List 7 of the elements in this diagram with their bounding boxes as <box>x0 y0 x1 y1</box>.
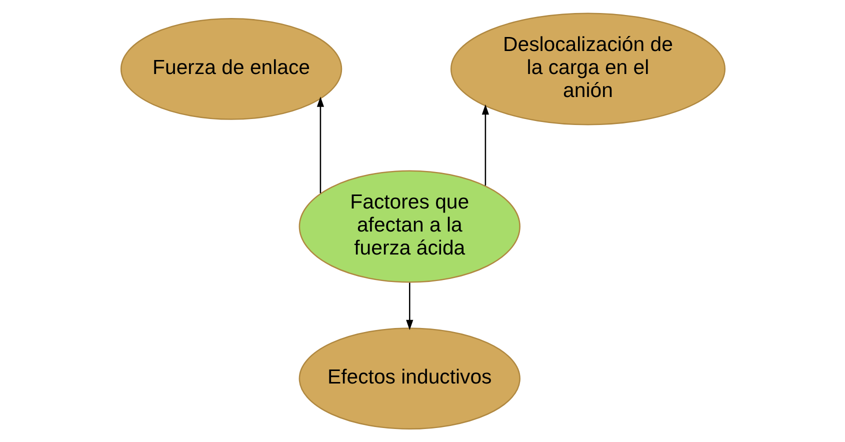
node-ellipse: Fuerza de enlace <box>120 18 342 120</box>
node-ellipse: Efectos inductivos <box>298 328 520 430</box>
arrow <box>316 96 324 194</box>
node-ellipse: Deslocalización de la carga en el anión <box>450 12 726 126</box>
arrow <box>481 104 489 186</box>
node-ellipse: Factores que afectan a la fuerza ácida <box>298 170 520 283</box>
arrow <box>406 282 413 330</box>
